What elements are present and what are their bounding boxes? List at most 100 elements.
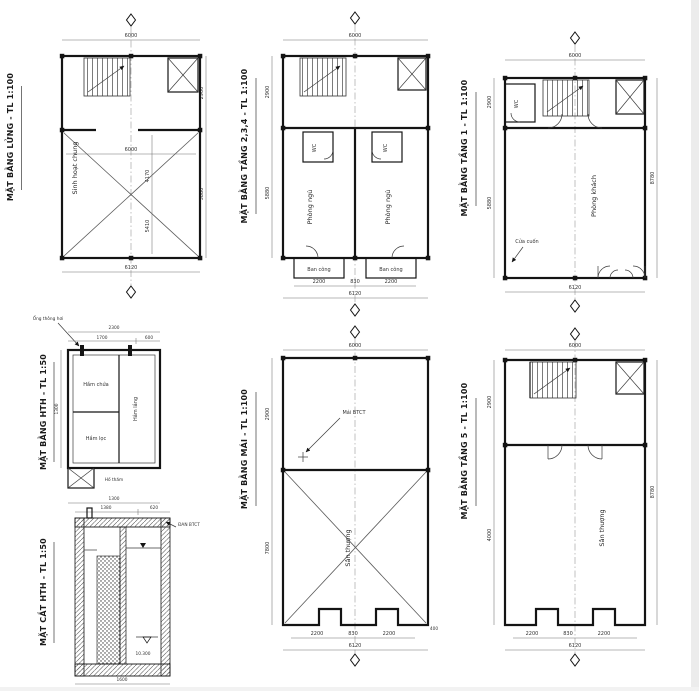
- dim-lines: 6000 6120 2900 5880 6000 4170 5410: [62, 33, 207, 273]
- pipe-mark: [128, 345, 132, 356]
- dim-label-left-lower: 7800: [265, 542, 271, 555]
- water-level: [84, 543, 161, 551]
- dim-lines: 2300 1700 600 1300 1300: [54, 325, 160, 504]
- dim-label-bottom: 1600: [117, 677, 128, 683]
- sheet-right-edge: [691, 0, 699, 691]
- dim-label-left: 1300: [54, 403, 60, 414]
- door-arc: [391, 245, 405, 259]
- wall-left: [74, 517, 85, 677]
- axis-marker-diamond: [349, 303, 361, 317]
- plan-septic-tank-title: MẶT BẰNG HTH - TL 1:50: [36, 354, 48, 470]
- plan-mezzanine-title: MẶT BẰNG LỬNG - TL 1:100: [3, 73, 15, 202]
- elevator-shaft: [615, 361, 645, 395]
- terrace-cross: [284, 471, 427, 624]
- dim-label-left-lower: 5880: [265, 187, 271, 200]
- dim-label-top-seg2: 600: [145, 335, 153, 341]
- stair-direction-arrow: [303, 65, 341, 93]
- dim-label-bottom-total: 6120: [349, 643, 362, 649]
- dim-label-bottom: 6120: [125, 265, 138, 271]
- dim-label-parapet: 400: [430, 626, 438, 632]
- label-roller-door: Cửa cuốn: [515, 238, 538, 245]
- door-arc: [587, 113, 603, 129]
- dim-label-left-lower: 4000: [487, 529, 493, 542]
- stair-direction-arrow: [87, 65, 125, 93]
- bottom-slab: [74, 663, 171, 677]
- door-arc: [323, 149, 334, 160]
- dim-label-bottom-total: 6120: [569, 285, 582, 291]
- dim-label-bottom: 1300: [109, 496, 120, 502]
- axis-marker-diamond: [569, 327, 581, 341]
- slab-callout: ĐAN BTCT: [165, 521, 200, 528]
- leader-line: [165, 521, 177, 528]
- room-label-bedroom: Phòng ngủ: [306, 190, 314, 225]
- stair: [83, 57, 131, 97]
- axis-marker-diamond: [569, 653, 581, 667]
- dim-label-top: 6000: [569, 53, 582, 59]
- plan-floor-234-title: MẶT BẰNG TẦNG 2,3,4 - TL 1:100: [237, 68, 249, 223]
- wc-right: WC: [371, 131, 403, 163]
- plan-roof: MẶT BẰNG MÁI - TL 1:100 6000 2900 7800 2…: [237, 325, 438, 667]
- room-label-balcony: Ban công: [307, 266, 330, 273]
- dim-lines: 1380 620 1600: [75, 505, 170, 685]
- dim-label-top-seg2: 620: [150, 505, 158, 511]
- balcony-right: Ban công: [365, 245, 417, 279]
- dim-label-top-seg1: 1700: [97, 335, 108, 341]
- interior-wall: [505, 113, 645, 130]
- plan-floor-1-title: MẶT BẰNG TẦNG 1 - TL 1:100: [457, 79, 469, 216]
- dim-label-left-upper: 2900: [487, 396, 493, 409]
- room-label-terrace: Sân thượng: [344, 529, 352, 566]
- axis-marker-diamond: [569, 31, 581, 45]
- plan-floor-234: MẶT BẰNG TẦNG 2,3,4 - TL 1:100 6000 2900…: [237, 11, 431, 317]
- room-label-balcony: Ban công: [379, 266, 402, 273]
- dim-label-top-seg1: 1380: [101, 505, 112, 511]
- axis-marker-diamond: [125, 285, 137, 299]
- section-septic-tank-title: MẶT CẮT HTH - TL 1:50: [36, 538, 48, 646]
- divider-wall: [119, 526, 127, 665]
- door-arc: [547, 444, 563, 460]
- dim-lines: 6000 2900 7800 2200 830 2200 6120 400: [265, 343, 438, 651]
- axis-marker-diamond: [349, 325, 361, 339]
- dim-label-top: 6000: [125, 33, 138, 39]
- room-label-living: Phòng khách: [590, 175, 598, 217]
- leader-line: [57, 322, 80, 347]
- dim-label-seg3: 2200: [383, 631, 396, 637]
- leader-line: [305, 417, 341, 453]
- roof-parapet-outline: [281, 356, 430, 627]
- dim-label-inner-h2: 5410: [145, 220, 151, 233]
- roller-door-callout: Cửa cuốn: [511, 238, 539, 263]
- dim-label-top: 6000: [569, 343, 582, 349]
- dim-label-seg1: 2200: [311, 631, 324, 637]
- plan-roof-title: MẶT BẰNG MÁI - TL 1:100: [237, 389, 249, 509]
- room-label-chamber-settle: Hầm lắng: [131, 397, 139, 421]
- inspection-pit: Hố thăm: [67, 467, 123, 489]
- axis-marker-diamond: [349, 653, 361, 667]
- elevation-mark: 10.300: [135, 636, 158, 657]
- elevator-shaft: [615, 79, 645, 115]
- dim-lines: 6000 2900 5880 2200 830 2200 6120: [265, 33, 428, 299]
- top-slab: [74, 517, 171, 528]
- elevator-shaft: [167, 57, 199, 93]
- entrance-folding-doors: [597, 265, 646, 279]
- dim-label-bottom-total: 6120: [349, 291, 362, 297]
- axis-marker-diamond: [569, 299, 581, 313]
- dim-label-right-upper: 2900: [199, 87, 205, 100]
- dim-label-top-total: 2300: [109, 325, 120, 331]
- dim-label-inner-h1: 4170: [145, 170, 151, 183]
- dim-label-bottom-total: 6120: [569, 643, 582, 649]
- door-arc: [547, 113, 563, 129]
- room-label-chamber-collect: Hầm chứa: [83, 380, 108, 388]
- roof-slab-callout: Mái BTCT: [298, 409, 366, 462]
- room-label-chamber-filter: Hầm lọc: [86, 434, 107, 442]
- dim-label-top: 6000: [349, 33, 362, 39]
- plan-floor-5-title: MẶT BẰNG TẦNG 5 - TL 1:100: [457, 382, 469, 519]
- sheet-bottom-edge: [0, 687, 699, 691]
- plan-floor-1: MẶT BẰNG TẦNG 1 - TL 1:100 6000 2900 588…: [457, 31, 658, 313]
- exterior-walls: [503, 358, 647, 627]
- room-label-wc: WC: [383, 143, 389, 152]
- dim-lines: 6000 2900 5880 8780 6120: [487, 53, 658, 293]
- balcony-left: Ban công: [293, 245, 345, 279]
- interior-wall: [505, 443, 645, 460]
- dim-label-top: 6000: [349, 343, 362, 349]
